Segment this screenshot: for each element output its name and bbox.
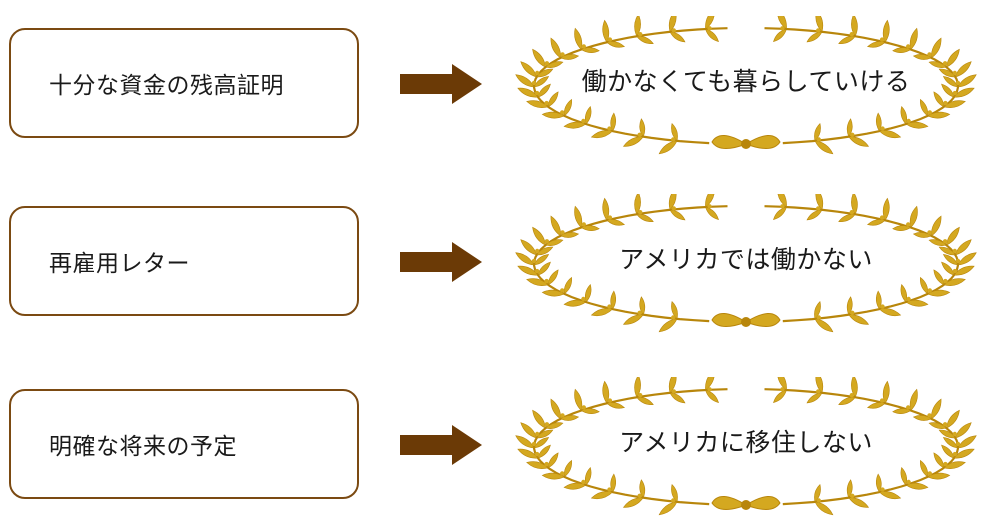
meaning-label: アメリカに移住しない <box>619 428 873 457</box>
right-arrow-icon <box>400 242 482 282</box>
row-1: 十分な資金の残高証明 働かなくても暮らしていける <box>0 16 1000 155</box>
meaning-label: アメリカでは働かない <box>619 245 873 274</box>
laurel-wreath-icon <box>515 377 977 516</box>
row-3: 明確な将来の予定 アメリカに移住しない <box>0 377 1000 516</box>
requirement-label: 再雇用レター <box>49 251 190 277</box>
right-arrow-icon <box>400 64 482 104</box>
row-2: 再雇用レター アメリカでは働かない <box>0 194 1000 333</box>
laurel-wreath-icon <box>515 194 977 333</box>
laurel-wreath-icon <box>515 16 977 155</box>
requirement-label: 明確な将来の予定 <box>49 434 237 460</box>
requirement-label: 十分な資金の残高証明 <box>49 73 284 99</box>
requirement-box: 明確な将来の予定 <box>9 389 359 499</box>
meaning-label: 働かなくても暮らしていける <box>581 67 911 96</box>
requirement-box: 十分な資金の残高証明 <box>9 28 359 138</box>
requirement-box: 再雇用レター <box>9 206 359 316</box>
right-arrow-icon <box>400 425 482 465</box>
